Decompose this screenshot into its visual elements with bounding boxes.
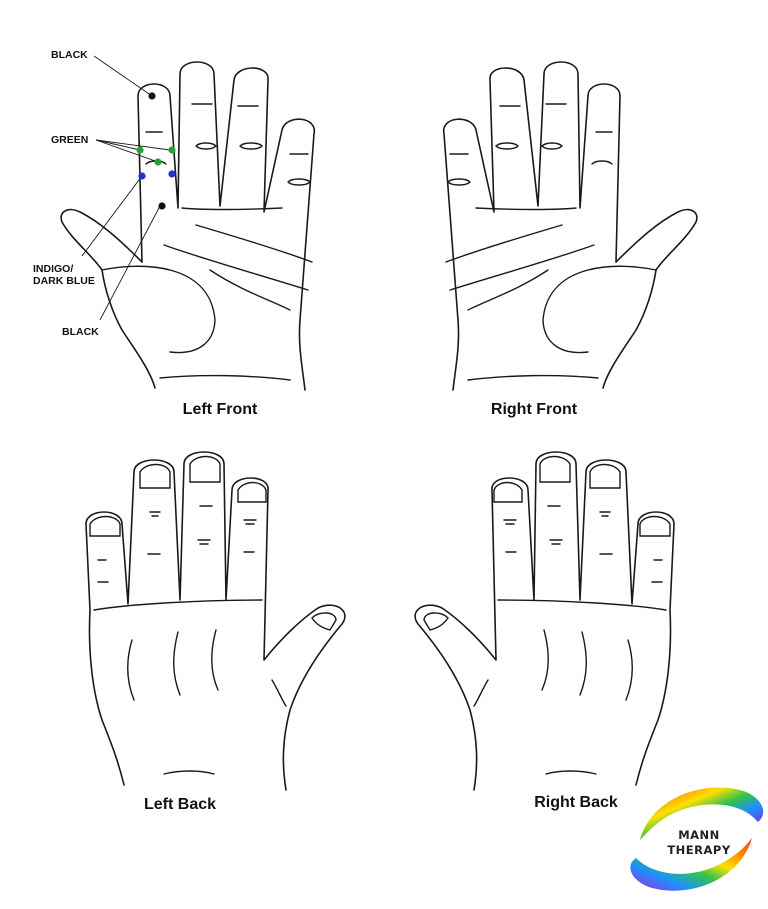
caption-left-front: Left Front [182,401,258,418]
callout-indigo-line2: DARK BLUE [33,275,95,287]
wrist-line [159,374,291,381]
point-green-right [168,146,176,154]
mann-therapy-logo [630,787,764,891]
logo-text-mann: MANN [678,828,720,842]
left-back-hand [85,451,346,791]
point-black-bottom [158,202,166,210]
thumb-mound-line [101,265,216,354]
caption-right-front: Right Front [490,401,578,418]
caption-right-back: Right Back [534,794,618,811]
finger-base-line [181,207,283,211]
point-green-left [136,146,144,154]
callout-green: GREEN [51,134,89,146]
caption-left-back: Left Back [143,796,217,813]
right-front-hand [443,61,698,391]
callout-black-top: BLACK [51,49,88,61]
callout-black-bottom: BLACK [62,326,99,338]
palm-line-head [195,224,313,263]
callout-indigo-line1: INDIGO/ [33,263,74,275]
palm-line-heart [163,244,309,291]
point-indigo-right [168,170,176,178]
logo-text-therapy: THERAPY [667,843,731,857]
palm-line-life [209,269,291,311]
point-indigo-left [138,172,146,180]
point-green-center [154,158,162,166]
right-back-hand [414,451,675,791]
callout-leaders [81,55,171,321]
point-black-top [148,92,156,100]
left-front-hand [60,61,315,391]
color-points [136,92,176,210]
